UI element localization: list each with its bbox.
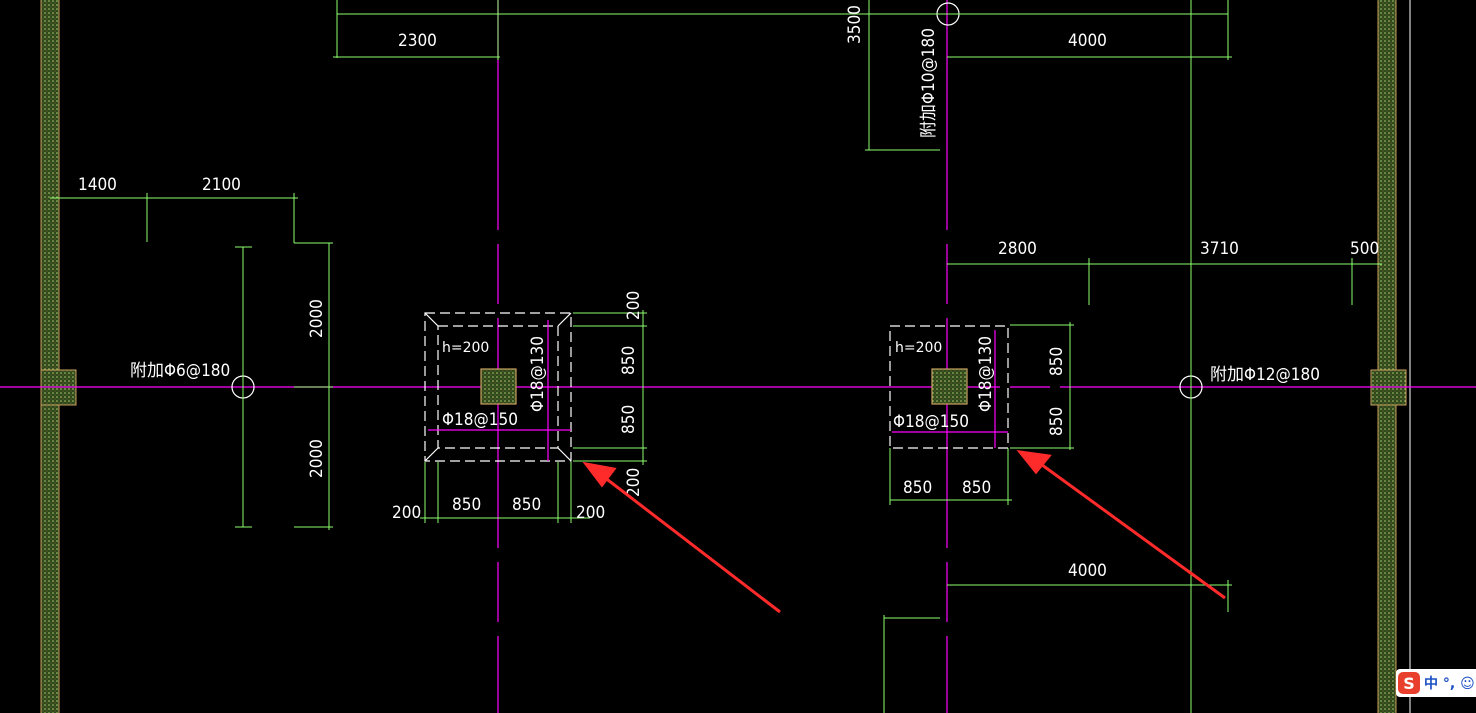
rebar-label-left: 附加Φ6@180 — [130, 361, 230, 381]
cap-left-dim-v1: 850 — [619, 346, 639, 375]
cap-right-dim-h1: 850 — [903, 478, 932, 498]
ime-toolbar[interactable]: S 中 °, ☺ — [1396, 669, 1476, 697]
dim-bottom-right: 4000 — [1068, 561, 1107, 581]
cap-right-bar-x: Φ18@150 — [893, 412, 969, 432]
axis-markers — [231, 2, 1203, 399]
dim-top-left: 2300 — [398, 31, 437, 51]
dim-left-v-upper: 2000 — [307, 299, 327, 338]
dim-left-v-lower: 2000 — [307, 439, 327, 478]
dim-right-a: 2800 — [998, 239, 1037, 259]
dim-top-right: 4000 — [1068, 31, 1107, 51]
cap-right-h: h=200 — [895, 340, 942, 356]
rebar-label-right: 附加Φ12@180 — [1210, 365, 1320, 385]
sogou-icon[interactable]: S — [1398, 672, 1420, 694]
cap-left-dim-h1: 850 — [452, 495, 481, 515]
cap-right-bar-y: Φ18@130 — [976, 336, 996, 412]
cap-left-dim-h2: 850 — [512, 495, 541, 515]
cap-left-bar-x: Φ18@150 — [442, 410, 518, 430]
annotation-arrow-left — [582, 461, 781, 614]
cap-left-dim-bot: 200 — [624, 468, 644, 497]
dim-left-a: 1400 — [78, 175, 117, 195]
wall-left — [40, 0, 77, 713]
dim-top-vertical: 3500 — [845, 5, 865, 44]
cap-right-dim-v2: 850 — [1047, 407, 1067, 436]
ime-status-text[interactable]: 中 °, ☺ — [1424, 676, 1475, 692]
cap-left-h: h=200 — [442, 340, 489, 356]
dimension-lines — [50, 0, 1382, 713]
cap-left-dim-h-left: 200 — [392, 503, 421, 523]
annotation-arrow-right — [1016, 450, 1226, 600]
dim-right-b: 3710 — [1200, 239, 1239, 259]
cap-left-bar-y: Φ18@130 — [528, 336, 548, 412]
dim-right-c: 500 — [1350, 239, 1379, 259]
cap-left-dim-top: 200 — [624, 291, 644, 320]
rebar-label-top-vertical: 附加Φ10@180 — [919, 28, 939, 138]
cap-right-dim-h2: 850 — [962, 478, 991, 498]
dim-left-b: 2100 — [202, 175, 241, 195]
cap-left-dim-h-right: 200 — [576, 503, 605, 523]
cap-right-dim-v1: 850 — [1047, 347, 1067, 376]
pile-cap-left — [424, 312, 572, 462]
wall-right — [1370, 0, 1411, 713]
cap-left-dim-v2: 850 — [619, 405, 639, 434]
pile-cap-right — [889, 325, 1009, 449]
